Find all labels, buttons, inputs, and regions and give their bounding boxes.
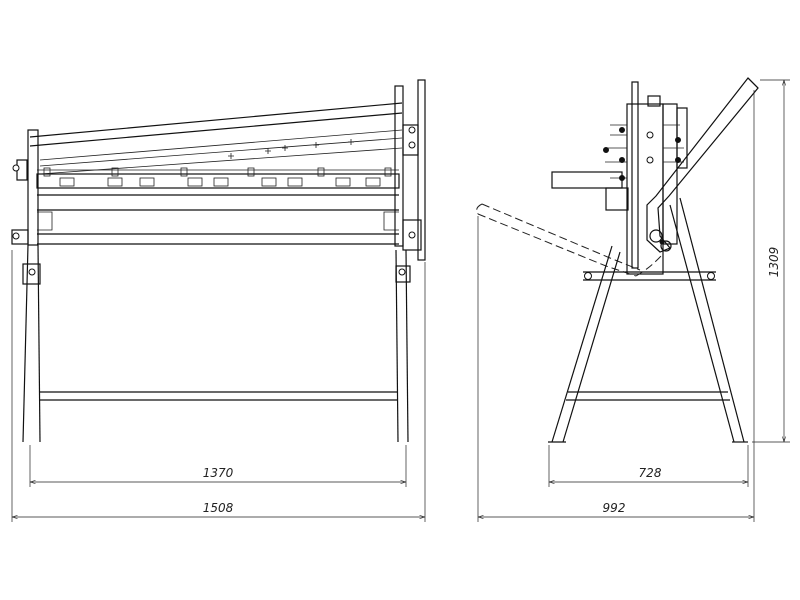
left-frame <box>11 129 41 443</box>
lower-table <box>37 194 399 245</box>
handle-lever-lowered <box>476 203 663 277</box>
front-view <box>11 79 426 443</box>
dim-label-1370: 1370 <box>203 466 234 480</box>
dim-label-992: 992 <box>603 501 626 515</box>
side-table <box>551 171 629 211</box>
clamp-beam <box>36 167 400 189</box>
dim-label-1309: 1309 <box>767 247 781 278</box>
side-view <box>476 77 759 443</box>
bottom-crossbar <box>40 391 397 401</box>
side-column <box>603 81 688 275</box>
right-frame <box>394 79 426 443</box>
dim-label-728: 728 <box>639 466 662 480</box>
upper-blade-beam <box>29 102 403 175</box>
side-legs <box>548 197 748 443</box>
dimension-lines <box>11 79 790 522</box>
dim-label-1508: 1508 <box>203 501 234 515</box>
dimension-labels: 1370 1508 728 992 1309 <box>203 247 781 515</box>
handle-lever <box>646 77 759 253</box>
